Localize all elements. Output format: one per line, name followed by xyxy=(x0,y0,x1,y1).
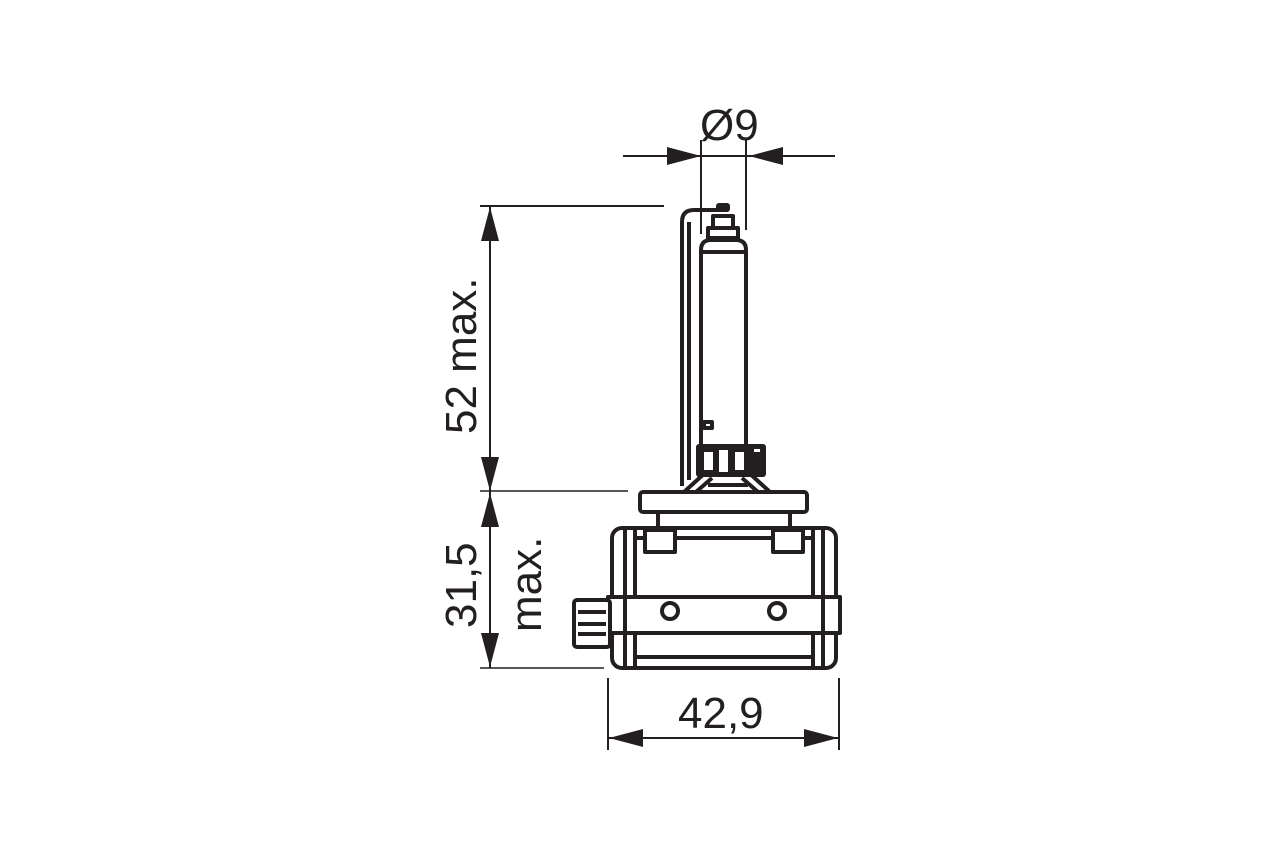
bulb-flange xyxy=(638,490,809,530)
base-width-label: 42,9 xyxy=(678,689,764,738)
diameter-dimension xyxy=(623,140,835,234)
base-height-dimension xyxy=(480,492,604,669)
diameter-label: Ø9 xyxy=(700,101,759,150)
base-width-dimension xyxy=(607,678,840,750)
bulb-height-label: 52 max. xyxy=(437,277,486,434)
bulb-holder xyxy=(682,444,772,494)
connector-plug xyxy=(572,598,612,649)
bulb-height-dimension xyxy=(480,205,664,492)
igniter-base xyxy=(606,526,842,670)
base-height-qualifier-label: max. xyxy=(502,536,551,632)
bulb-glass xyxy=(680,203,748,486)
base-height-value-label: 31,5 xyxy=(437,542,486,628)
